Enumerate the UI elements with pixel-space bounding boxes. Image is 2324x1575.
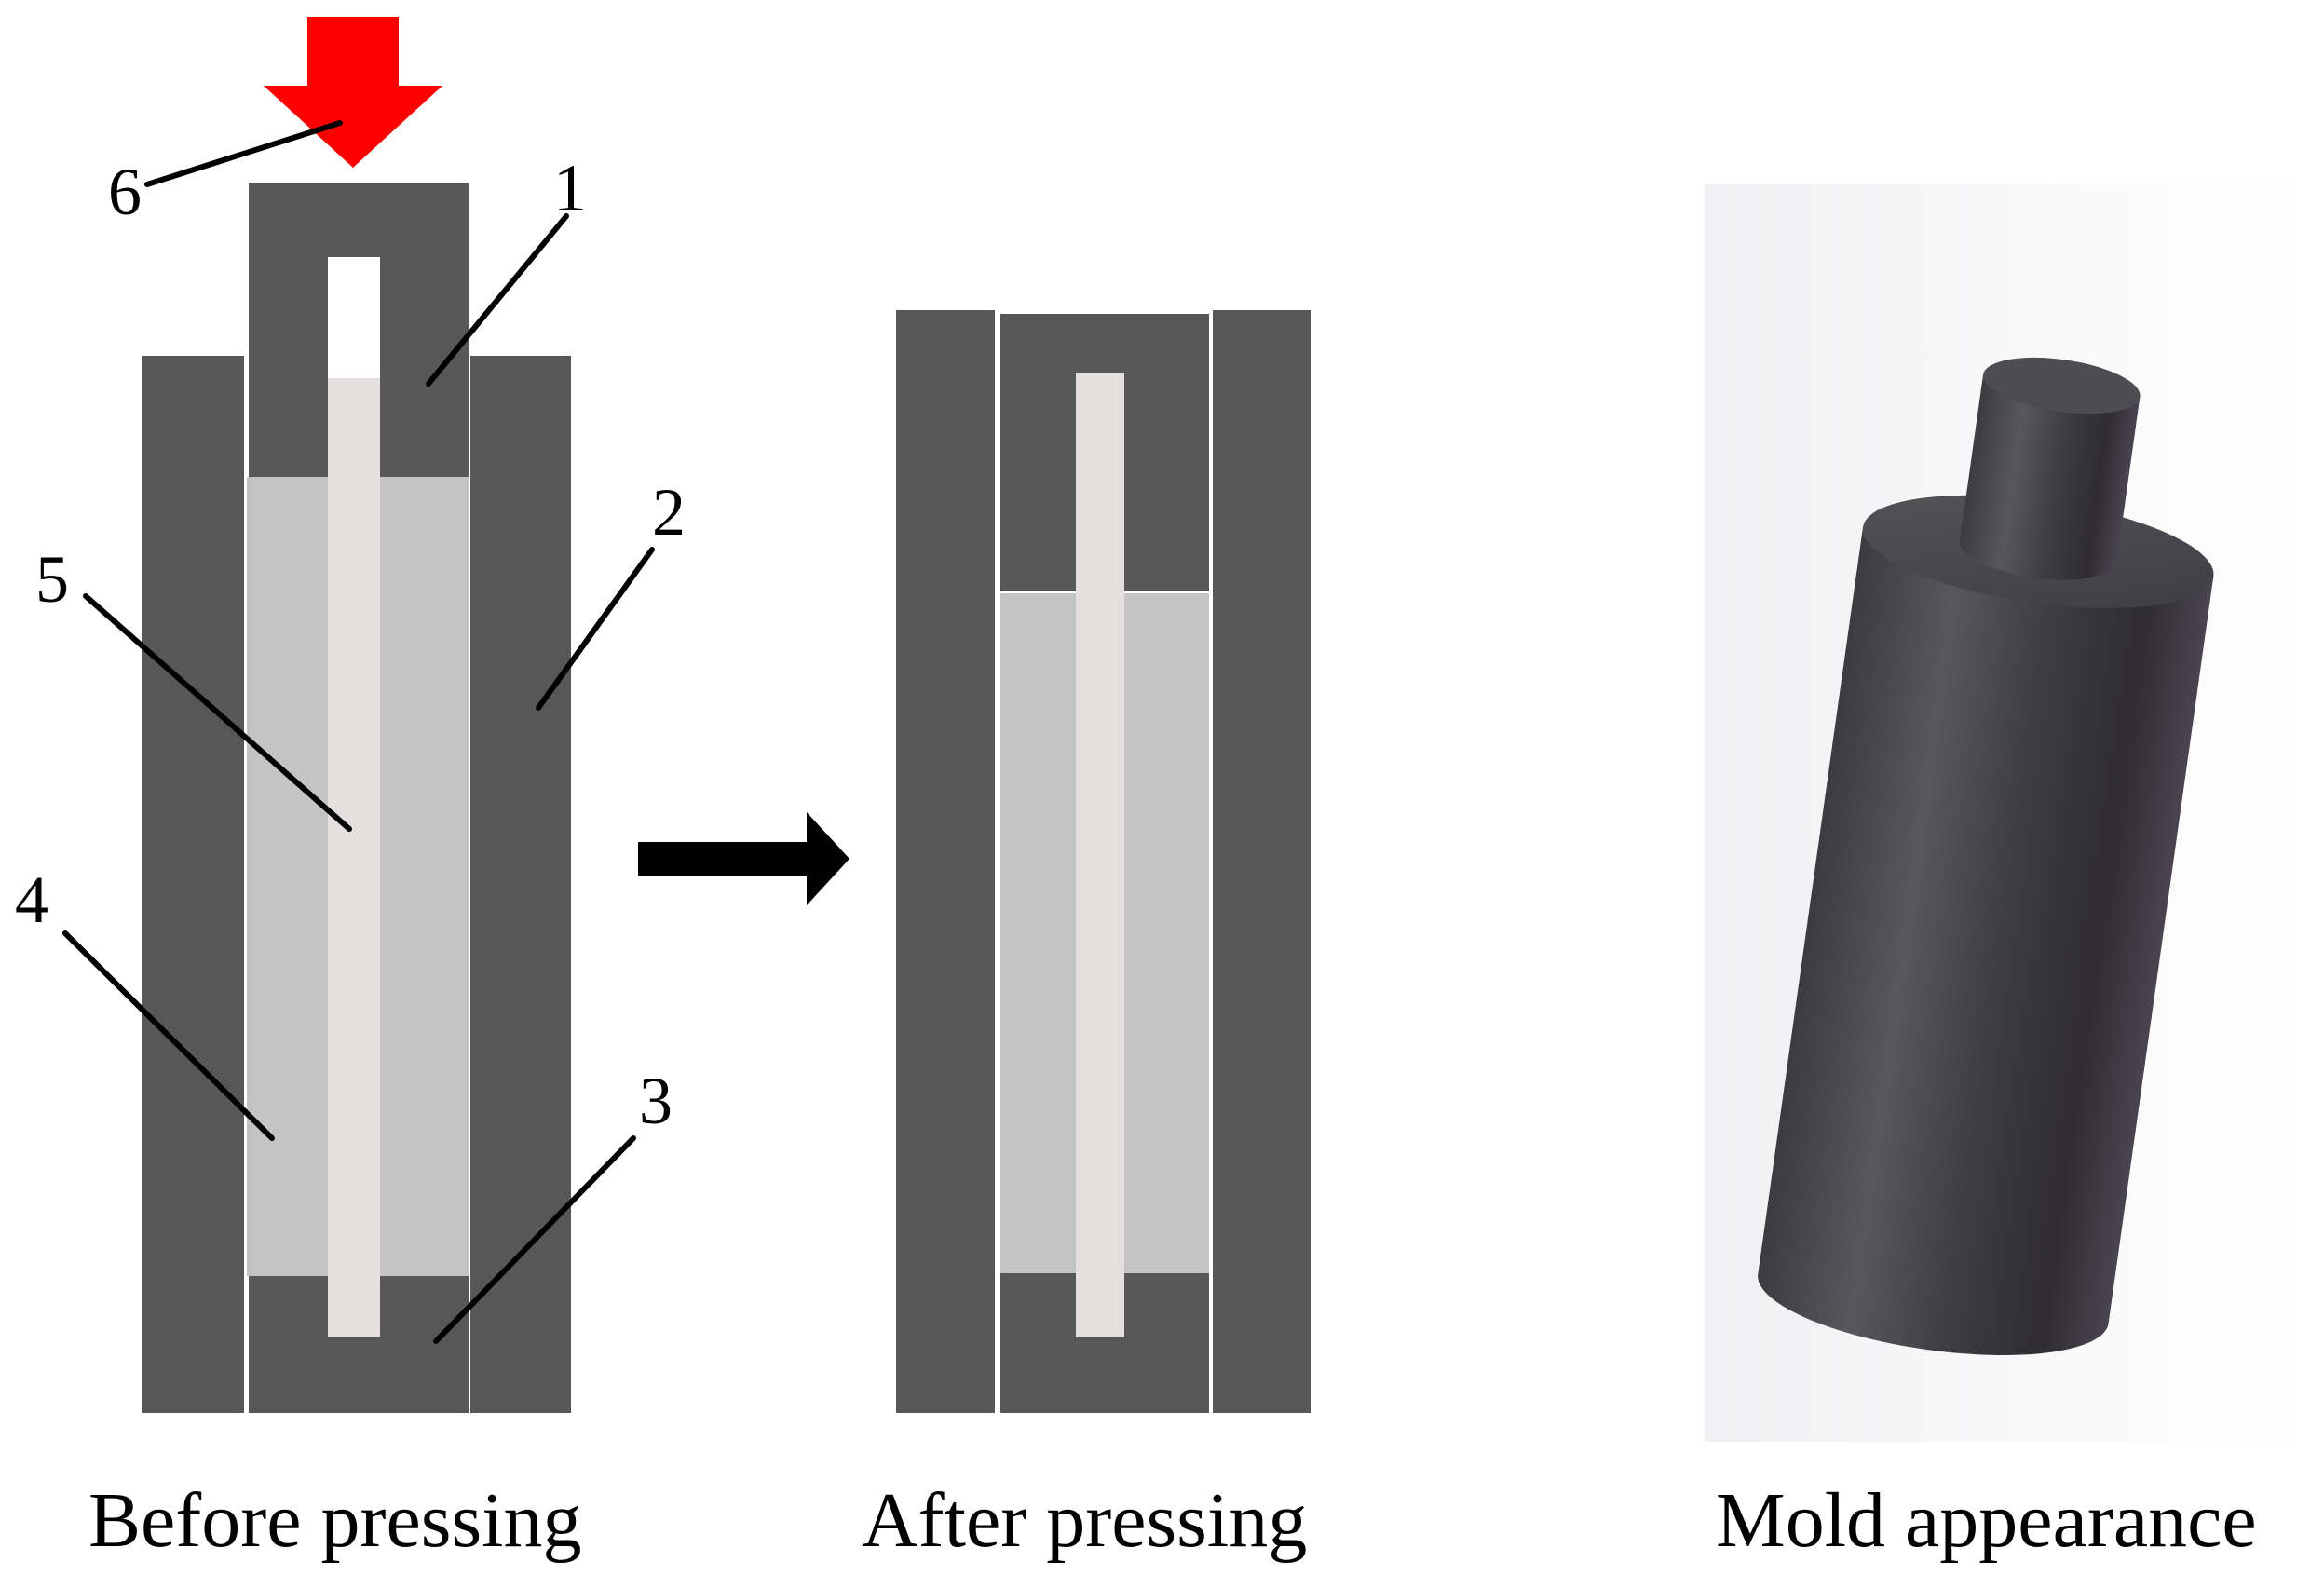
mold-boss (1960, 374, 2141, 580)
die-wall-right (470, 356, 571, 1413)
die-wall-right (1213, 310, 1311, 1413)
upper-punch (249, 183, 469, 477)
caption-before-pressing: Before pressing (88, 1477, 582, 1564)
die-wall-left (896, 310, 995, 1413)
die-wall-left (142, 356, 244, 1413)
mold-body (1758, 526, 2214, 1355)
leader-line-2 (536, 547, 655, 711)
label-2: 2 (652, 475, 686, 550)
down-arrow-icon (264, 17, 442, 168)
upper-punch (1000, 314, 1209, 591)
label-6: 6 (108, 155, 142, 229)
core-rod (328, 378, 380, 1337)
label-5: 5 (35, 542, 69, 617)
leader-line-3 (433, 1135, 636, 1344)
label-1: 1 (553, 151, 587, 225)
label-4: 4 (15, 862, 48, 937)
leader-line-5 (83, 593, 352, 832)
mold-boss-top (1982, 357, 2141, 414)
after-pressing-diagram (896, 310, 1311, 1413)
right-arrow-icon (638, 812, 849, 905)
leader-line-1 (426, 213, 569, 387)
leader-lines (62, 120, 655, 1344)
caption-after-pressing: After pressing (862, 1477, 1307, 1564)
label-3: 3 (639, 1064, 673, 1138)
mold-appearance-render (1705, 184, 2310, 1442)
leader-line-4 (62, 930, 275, 1141)
caption-mold-appearance: Mold appearance (1716, 1477, 2257, 1564)
before-pressing-diagram (142, 183, 571, 1413)
leader-line-6 (144, 120, 343, 187)
punch-gap (328, 257, 380, 378)
core-rod (1076, 373, 1124, 1337)
